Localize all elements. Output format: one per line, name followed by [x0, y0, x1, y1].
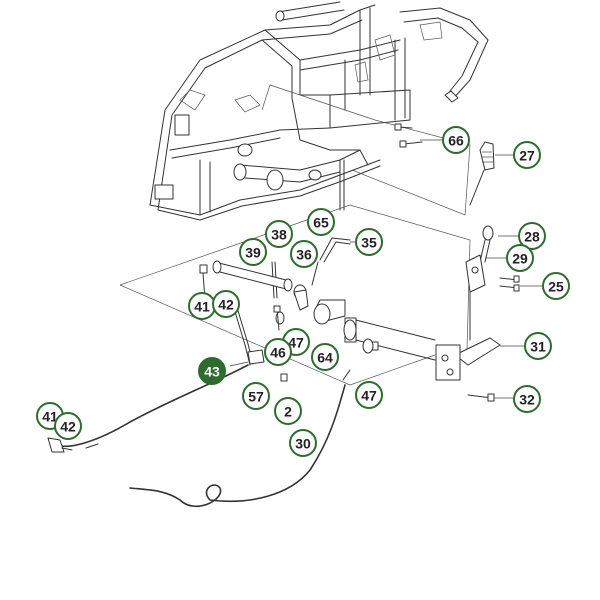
callout-circle[interactable] [289, 429, 317, 457]
washer-47-lower [363, 339, 373, 353]
callout-46[interactable]: 46 [264, 338, 292, 366]
callout-label: 47 [288, 335, 304, 351]
bolt-66 [395, 124, 422, 147]
cable-30 [130, 370, 350, 506]
callout-circle[interactable] [513, 385, 541, 413]
callout-label: 27 [519, 148, 535, 164]
callout-27[interactable]: 27 [513, 141, 541, 169]
bracket-57 [248, 350, 264, 364]
callout-label: 36 [296, 247, 312, 263]
callout-label: 64 [317, 350, 333, 366]
pivot-shaft-39 [213, 261, 292, 291]
callout-circle[interactable] [307, 208, 335, 236]
bracket-31 [436, 338, 500, 380]
callout-42[interactable]: 42 [212, 290, 240, 318]
callout-label: 35 [361, 235, 377, 251]
callout-label: 28 [524, 229, 540, 245]
callout-label: 38 [271, 227, 287, 243]
callout-circle[interactable] [264, 338, 292, 366]
callout-circle[interactable] [518, 222, 546, 250]
callout-circle[interactable] [524, 332, 552, 360]
callout-label: 29 [512, 251, 528, 267]
callout-label: 42 [218, 297, 234, 313]
callout-57[interactable]: 57 [242, 382, 270, 410]
callout-circle[interactable] [506, 244, 534, 272]
callout-circle[interactable] [212, 290, 240, 318]
callout-25[interactable]: 25 [542, 272, 570, 300]
callout-circle[interactable] [265, 220, 293, 248]
callout-label: 57 [248, 389, 264, 405]
bolt-32 [468, 394, 494, 401]
callout-circle[interactable] [239, 238, 267, 266]
callout-label: 2 [284, 404, 292, 420]
callout-2[interactable]: 2 [274, 397, 302, 425]
callout-circle[interactable] [54, 412, 82, 440]
callout-circle[interactable] [242, 382, 270, 410]
callout-36[interactable]: 36 [290, 240, 318, 268]
callout-circle[interactable] [198, 357, 226, 385]
callout-circle[interactable] [542, 272, 570, 300]
nut-2 [281, 374, 287, 381]
callout-circle[interactable] [311, 343, 339, 371]
callout-circle[interactable] [355, 381, 383, 409]
callout-31[interactable]: 31 [524, 332, 552, 360]
callout-35[interactable]: 35 [355, 228, 383, 256]
cable-35 [312, 238, 350, 285]
callout-label: 65 [313, 215, 329, 231]
callout-42[interactable]: 42 [54, 412, 82, 440]
callout-38[interactable]: 38 [265, 220, 293, 248]
callout-29[interactable]: 29 [506, 244, 534, 272]
callout-label: 43 [204, 364, 220, 380]
callout-label: 25 [548, 279, 564, 295]
knob-27 [470, 142, 494, 205]
callout-30[interactable]: 30 [289, 429, 317, 457]
callout-circle[interactable] [355, 228, 383, 256]
callout-circle[interactable] [442, 126, 470, 154]
callout-65[interactable]: 65 [307, 208, 335, 236]
callout-label: 42 [60, 419, 76, 435]
lever-28 [480, 226, 493, 262]
callout-circle[interactable] [513, 141, 541, 169]
callout-label: 39 [245, 245, 261, 261]
callout-47[interactable]: 47 [355, 381, 383, 409]
callout-28[interactable]: 28 [518, 222, 546, 250]
callout-label: 66 [448, 133, 464, 149]
callout-32[interactable]: 32 [513, 385, 541, 413]
callout-66[interactable]: 66 [442, 126, 470, 154]
callout-41[interactable]: 41 [188, 292, 216, 320]
callout-43[interactable]: 43 [198, 357, 226, 385]
callout-circle[interactable] [290, 240, 318, 268]
exploded-view-outline [120, 85, 470, 385]
callout-label: 30 [295, 436, 311, 452]
callout-39[interactable]: 39 [239, 238, 267, 266]
bolt-46 [274, 306, 280, 330]
callout-label: 32 [519, 392, 535, 408]
bushing-36 [294, 285, 308, 310]
callout-label: 41 [42, 409, 58, 425]
pedal-shaft-64 [314, 300, 435, 360]
callout-label: 31 [530, 339, 546, 355]
callout-circle[interactable] [274, 397, 302, 425]
callout-label: 47 [361, 388, 377, 404]
leader-lines [229, 139, 542, 399]
chassis-frame [150, 2, 488, 220]
plate-29 [466, 255, 485, 340]
callout-64[interactable]: 64 [311, 343, 339, 371]
callout-label: 46 [270, 345, 286, 361]
bolts-25 [500, 276, 519, 291]
callout-label: 41 [194, 299, 210, 315]
